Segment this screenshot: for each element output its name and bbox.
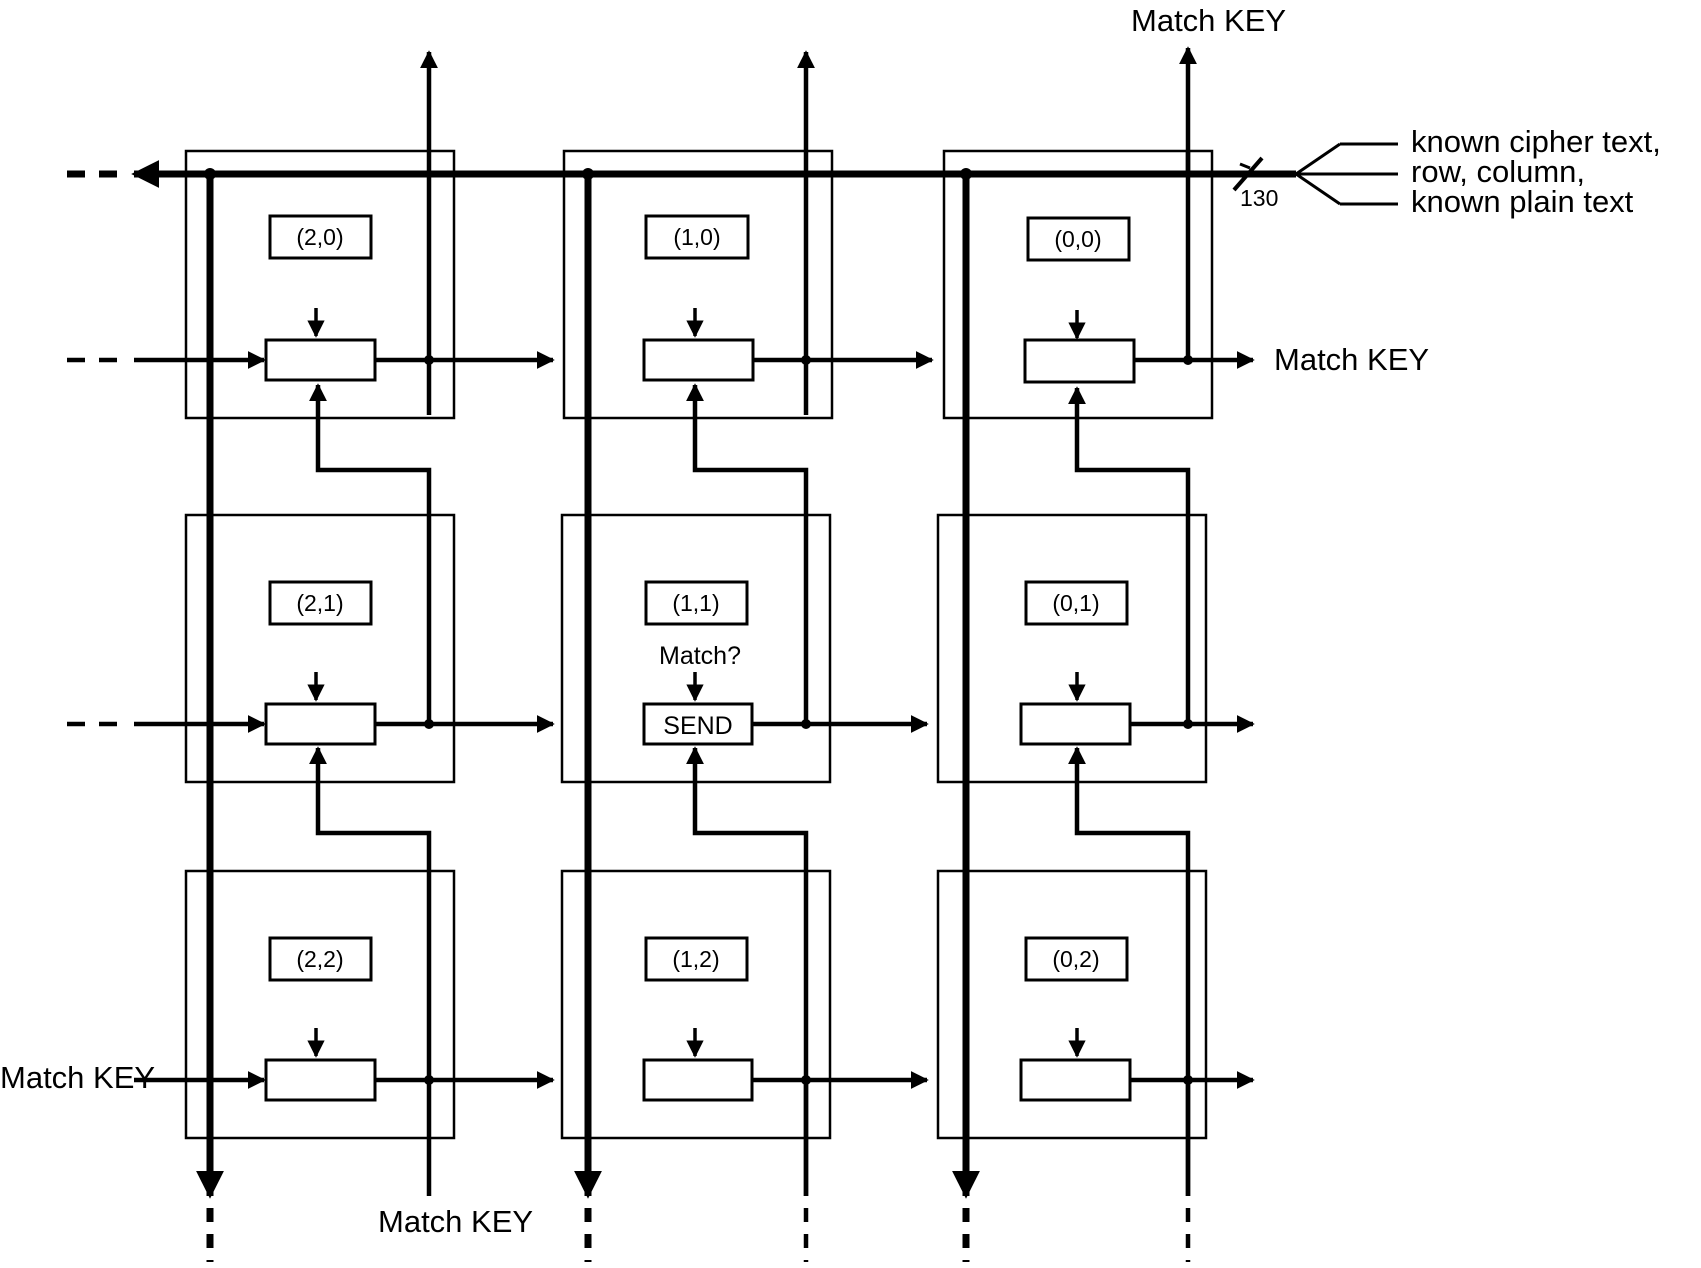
cell-box-0-2 <box>936 869 1208 1140</box>
cell-label-1-1: (1,1) <box>672 590 719 616</box>
cell-label-1-0: (1,0) <box>673 224 720 250</box>
cell-label-1-2: (1,2) <box>672 946 719 972</box>
comparator-boxes <box>264 338 1136 1102</box>
cell-label-2-2: (2,2) <box>296 946 343 972</box>
cell-box-1-2 <box>560 869 832 1140</box>
match-junction-dots <box>424 355 1193 1085</box>
match-question-label: Match? <box>659 642 741 670</box>
bus-junction-dots <box>204 168 972 180</box>
cell-box-0-1 <box>936 513 1208 784</box>
cell-label-boxes <box>268 214 1131 982</box>
input-line-plain: known plain text <box>1411 184 1634 219</box>
cell-label-0-0: (0,0) <box>1054 226 1101 252</box>
cell-label-2-0: (2,0) <box>296 224 343 250</box>
cell-label-0-1: (0,1) <box>1052 590 1099 616</box>
match-key-top-label: Match KEY <box>1131 3 1286 38</box>
broadcast-bus <box>67 156 1296 1262</box>
key-lines <box>309 46 1197 1262</box>
cell-label-2-1: (2,1) <box>296 590 343 616</box>
input-line-cipher: known cipher text, <box>1411 124 1661 159</box>
cell-box-1-0 <box>562 149 834 420</box>
cell-box-2-2 <box>184 869 456 1140</box>
send-label: SEND <box>663 712 732 740</box>
bus-width-label: 130 <box>1240 185 1278 211</box>
cell-labels: (2,0) (1,0) (0,0) (2,1) (1,1) (0,1) (2,2… <box>296 224 1101 972</box>
match-key-right-label: Match KEY <box>1274 342 1429 377</box>
input-line-rowcol: row, column, <box>1411 154 1585 189</box>
match-key-left-label: Match KEY <box>0 1060 155 1095</box>
match-lines <box>67 351 1255 1089</box>
input-fan <box>1295 142 1398 206</box>
input-arrows <box>307 308 1086 1058</box>
match-key-bottom-label: Match KEY <box>378 1204 533 1239</box>
cell-label-0-2: (0,2) <box>1052 946 1099 972</box>
